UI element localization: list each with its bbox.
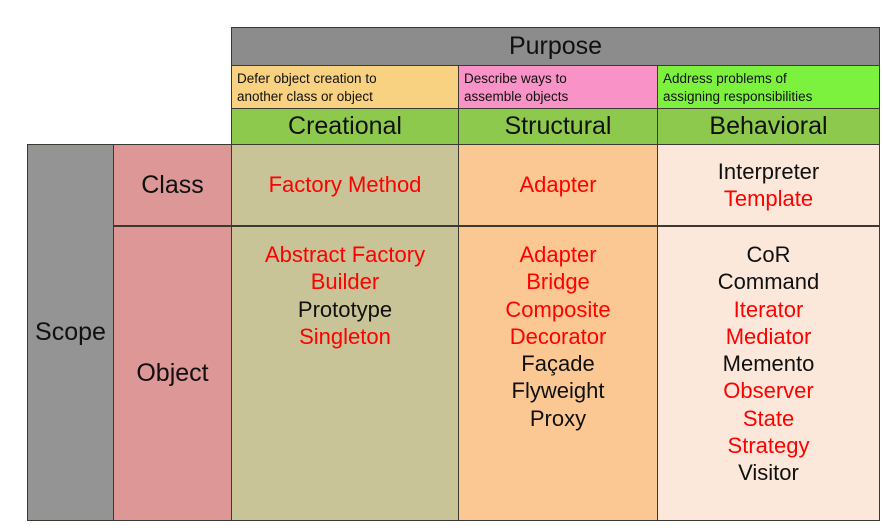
pattern-name: Proxy <box>529 405 587 431</box>
pattern-name: Template <box>723 186 814 211</box>
description-line: assemble objects <box>464 88 569 104</box>
pattern-name: Iterator <box>733 296 804 322</box>
pattern-name: Prototype <box>297 296 393 322</box>
column-header-behavioral: Behavioral <box>657 108 880 145</box>
description-creational: Defer object creation to another class o… <box>231 65 459 109</box>
cell-class-structural: Adapter <box>458 144 658 226</box>
pattern-name: Command <box>717 269 820 295</box>
pattern-name: Strategy <box>727 432 810 458</box>
description-line: Describe ways to <box>464 71 567 86</box>
pattern-name: Adapter <box>519 172 597 198</box>
pattern-name: Interpreter <box>717 158 820 184</box>
pattern-name: Factory Method <box>268 172 422 198</box>
description-structural: Describe ways to assemble objects <box>458 65 658 109</box>
row-header-object: Object <box>113 226 232 521</box>
description-line: another class or object <box>237 88 373 104</box>
pattern-name: Façade <box>521 351 595 377</box>
description-line: Address problems of <box>663 71 787 86</box>
pattern-name: Observer <box>723 378 814 404</box>
purpose-header: Purpose <box>231 27 880 66</box>
pattern-name: Mediator <box>725 323 812 349</box>
row-header-class: Class <box>113 144 232 226</box>
pattern-name: CoR <box>746 242 791 267</box>
description-line: assigning responsibilities <box>663 88 813 104</box>
pattern-name: Flyweight <box>511 378 605 404</box>
description-line: Defer object creation to <box>237 71 377 86</box>
pattern-name: Composite <box>505 296 611 322</box>
description-behavioral: Address problems of assigning responsibi… <box>657 65 880 109</box>
pattern-name: Builder <box>310 269 380 295</box>
pattern-name: Memento <box>722 351 815 377</box>
pattern-name: Visitor <box>738 460 799 486</box>
column-header-creational: Creational <box>231 108 459 145</box>
pattern-name: State <box>742 405 795 431</box>
scope-header: Scope <box>27 144 114 521</box>
cell-class-creational: Factory Method <box>231 144 459 226</box>
pattern-name: Adapter <box>519 242 597 267</box>
pattern-name: Decorator <box>509 323 607 349</box>
column-header-structural: Structural <box>458 108 658 145</box>
pattern-name: Bridge <box>526 269 590 295</box>
pattern-name: Abstract Factory <box>264 242 426 267</box>
pattern-name: Singleton <box>299 323 391 349</box>
